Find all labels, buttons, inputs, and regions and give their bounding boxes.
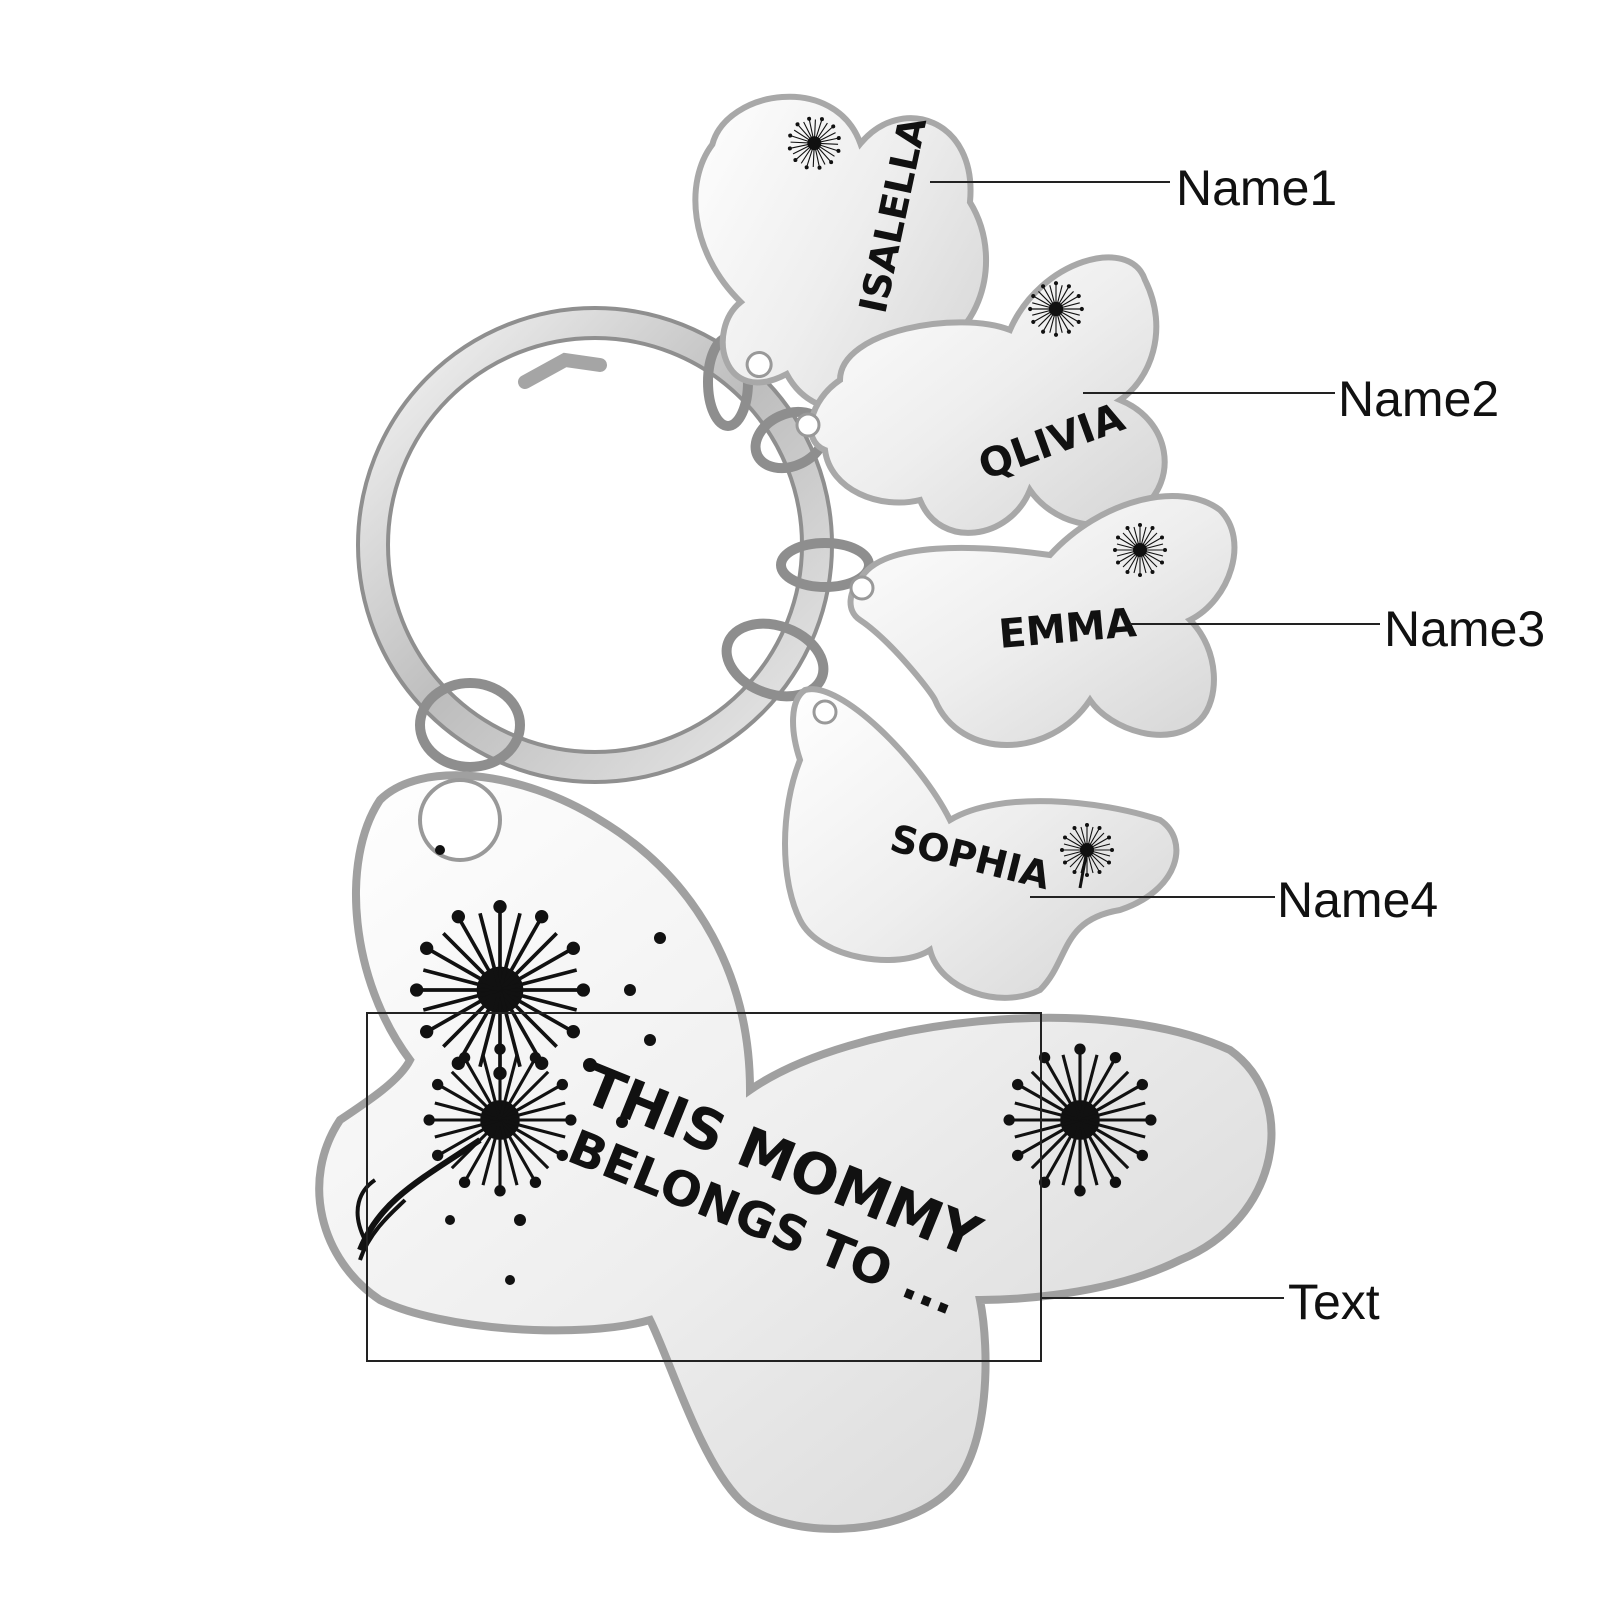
callout-name2: Name2: [1338, 371, 1500, 427]
leader-lines: [930, 181, 1380, 1299]
callout-name3: Name3: [1384, 601, 1546, 657]
callout-name1: Name1: [1176, 160, 1338, 216]
butterfly-tag-name2: [795, 254, 1168, 536]
butterfly-tag-name4: [782, 686, 1180, 1001]
callout-name4: Name4: [1277, 872, 1439, 928]
main-butterfly-tag: [315, 771, 1276, 1533]
butterfly-tag-name3: [847, 493, 1238, 748]
callout-text: Text: [1288, 1274, 1380, 1330]
text-annotation-box: [366, 1012, 1042, 1362]
